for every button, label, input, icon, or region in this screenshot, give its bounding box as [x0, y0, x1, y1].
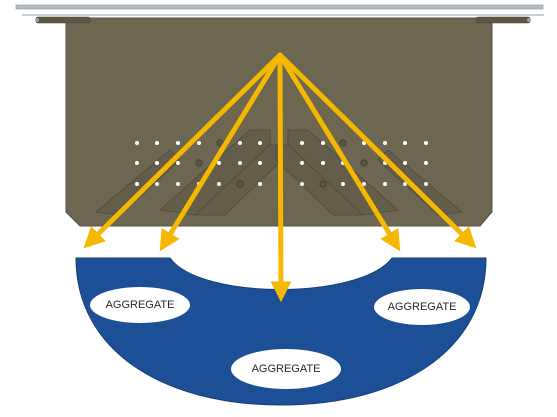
vent-hole	[135, 141, 139, 145]
aggregate-text-left: AGGREGATE	[106, 299, 175, 311]
bolt	[319, 180, 327, 188]
vent-hole	[403, 141, 407, 145]
vent-hole	[424, 161, 428, 165]
vent-hole	[176, 161, 180, 165]
bolt	[360, 159, 368, 167]
vent-hole	[155, 182, 159, 186]
aggregate-text-bottom: AGGREGATE	[252, 363, 321, 375]
bolt	[195, 159, 203, 167]
label-bubble-left	[90, 287, 190, 323]
vent-hole	[383, 182, 387, 186]
vent-hole	[424, 141, 428, 145]
bolt	[339, 139, 347, 147]
vent-hole	[135, 182, 139, 186]
vent-hole	[341, 182, 345, 186]
arrow-left	[159, 52, 283, 252]
left-hinge	[35, 16, 91, 24]
vent-hole	[321, 141, 325, 145]
aggregate-label-bottom: AGGREGATE	[231, 349, 341, 389]
bolts	[195, 139, 368, 188]
label-bubble-right	[374, 289, 470, 325]
vent-hole	[300, 161, 304, 165]
vent-hole	[238, 161, 242, 165]
vent-hole	[197, 141, 201, 145]
right-hinge	[475, 16, 531, 24]
vent-hole	[176, 141, 180, 145]
vent-hole	[424, 182, 428, 186]
side-panel-right	[377, 149, 463, 216]
arrow-center	[270, 52, 292, 303]
vent-hole	[258, 141, 262, 145]
label-bubble-bottom	[231, 349, 341, 389]
vent-hole	[217, 161, 221, 165]
arrow-right	[277, 52, 401, 252]
arrow-far-left	[83, 52, 283, 249]
deflector-right-inner	[275, 144, 365, 216]
vent-hole	[258, 161, 262, 165]
flow-arrows	[83, 52, 477, 303]
vent-hole	[217, 182, 221, 186]
vent-hole	[362, 182, 366, 186]
vent-hole	[238, 141, 242, 145]
vent-hole	[258, 182, 262, 186]
arrow-far-right	[277, 52, 477, 249]
vent-hole	[155, 141, 159, 145]
top-rail	[15, 4, 544, 16]
left-hinge-pin	[35, 18, 39, 22]
vent-hole	[135, 161, 139, 165]
vent-hole	[300, 182, 304, 186]
aggregate-text-right: AGGREGATE	[388, 301, 457, 313]
vent-hole	[321, 161, 325, 165]
rail-guide	[22, 14, 544, 16]
right-hinge-pin	[527, 18, 531, 22]
bolt	[236, 180, 244, 188]
aggregate-label-left: AGGREGATE	[90, 287, 190, 323]
deflector-left-outer	[159, 129, 271, 216]
aggregate-label-right: AGGREGATE	[374, 289, 470, 325]
vent-hole	[176, 182, 180, 186]
rail-bar	[15, 4, 544, 10]
vent-hole	[155, 161, 159, 165]
vent-hole	[300, 141, 304, 145]
vent-hole	[383, 141, 387, 145]
vent-hole	[403, 182, 407, 186]
vent-hole	[403, 161, 407, 165]
